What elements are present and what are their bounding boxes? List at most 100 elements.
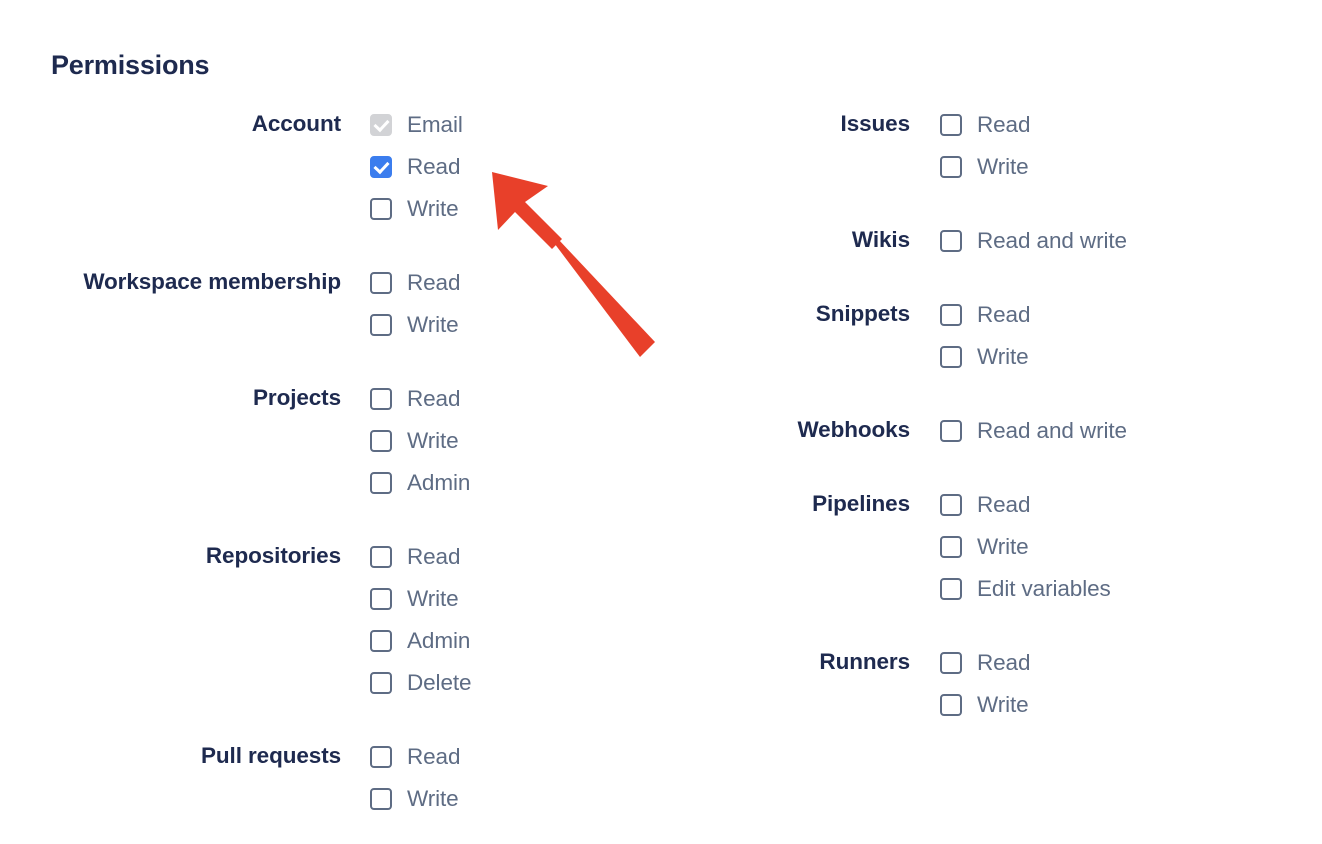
checkbox-unchecked-icon[interactable] [370,746,392,768]
permission-option-label[interactable]: Write [407,428,459,453]
page-title: Permissions [51,50,210,80]
permission-option-label[interactable]: Read [407,270,461,295]
checkbox-unchecked-icon[interactable] [940,230,962,252]
checkbox-unchecked-icon[interactable] [370,630,392,652]
permission-group-label: Account [251,111,341,136]
permission-option-label[interactable]: Delete [407,670,472,695]
permission-option-label[interactable]: Read [407,154,461,179]
permission-option-row[interactable]: Write [370,578,471,620]
permission-option-row[interactable]: Write [370,420,470,462]
permission-option-row[interactable]: Read [370,736,460,778]
permission-option-label[interactable]: Read [977,650,1031,675]
permission-option-label[interactable]: Write [977,534,1029,559]
permission-option-row[interactable]: Read [370,262,460,304]
permission-option-label[interactable]: Write [977,154,1029,179]
permission-option-label[interactable]: Edit variables [977,576,1111,601]
permission-option-label[interactable]: Read [977,112,1031,137]
permission-option-row[interactable]: Write [370,304,460,346]
checkbox-unchecked-icon[interactable] [370,430,392,452]
permission-option-row[interactable]: Edit variables [940,568,1111,610]
permission-group: Wikis Read and write [600,220,1300,262]
permission-option-label[interactable]: Write [407,786,459,811]
checkbox-unchecked-icon[interactable] [940,420,962,442]
checkbox-unchecked-icon[interactable] [370,198,392,220]
permission-option-row[interactable]: Read [940,484,1111,526]
permission-option-row[interactable]: Read [940,642,1030,684]
permission-option-row[interactable]: Write [940,146,1030,188]
permission-group-label: Snippets [815,301,910,326]
permission-option-label[interactable]: Read [407,744,461,769]
permission-option-label[interactable]: Read [407,386,461,411]
checkbox-unchecked-icon[interactable] [940,652,962,674]
permission-option-label[interactable]: Write [977,692,1029,717]
permission-option-row[interactable]: Read [370,146,463,188]
checkbox-unchecked-icon[interactable] [940,346,962,368]
permission-group-label: Pull requests [201,743,341,768]
permission-option-label[interactable]: Read [977,302,1031,327]
permission-option-row[interactable]: Admin [370,620,471,662]
permission-option-label[interactable]: Email [407,112,463,137]
checkbox-unchecked-icon[interactable] [940,114,962,136]
permission-option-row[interactable]: Write [940,684,1030,726]
checkbox-unchecked-icon[interactable] [940,578,962,600]
permission-option-row[interactable]: Read [370,378,470,420]
checkbox-checked-icon[interactable] [370,156,392,178]
permission-option-row[interactable]: Read [940,294,1030,336]
checkbox-unchecked-icon[interactable] [370,672,392,694]
checkbox-unchecked-icon[interactable] [370,546,392,568]
permission-option-row[interactable]: Read and write [940,410,1127,452]
permission-option-label[interactable]: Write [977,344,1029,369]
permission-group-label: Runners [819,649,910,674]
checkbox-unchecked-icon[interactable] [940,536,962,558]
permission-option-row[interactable]: Read [370,536,471,578]
permission-option-label[interactable]: Read [407,544,461,569]
checkbox-unchecked-icon[interactable] [370,472,392,494]
permission-option-row[interactable]: Read [940,104,1030,146]
permission-option-label[interactable]: Read [977,492,1031,517]
permission-option-label[interactable]: Write [407,312,459,337]
permission-option-row[interactable]: Email [370,104,463,146]
permission-option-label[interactable]: Admin [407,628,471,653]
permission-group-label: Wikis [851,227,910,252]
checkbox-unchecked-icon[interactable] [940,304,962,326]
checkbox-unchecked-icon[interactable] [940,156,962,178]
permission-option-row[interactable]: Write [940,336,1030,378]
permission-option-label[interactable]: Write [407,586,459,611]
checkbox-unchecked-icon[interactable] [370,272,392,294]
checkbox-unchecked-icon[interactable] [370,388,392,410]
permission-option-label[interactable]: Write [407,196,459,221]
checkbox-unchecked-icon[interactable] [370,788,392,810]
permission-option-label[interactable]: Read and write [977,228,1127,253]
permission-option-row[interactable]: Admin [370,462,470,504]
permission-option-row[interactable]: Read and write [940,220,1127,262]
permission-option-row[interactable]: Delete [370,662,472,704]
permission-option-row[interactable]: Write [370,778,460,820]
checkbox-unchecked-icon[interactable] [940,494,962,516]
permission-option-label[interactable]: Admin [407,470,471,495]
checkbox-unchecked-icon[interactable] [940,694,962,716]
permission-group-label: Repositories [205,543,341,568]
permission-group-label: Issues [840,111,911,136]
checkbox-unchecked-icon[interactable] [370,588,392,610]
checkbox-unchecked-icon[interactable] [370,314,392,336]
permission-option-label[interactable]: Read and write [977,418,1127,443]
permission-option-list: Read and write [940,410,1127,452]
permission-option-row[interactable]: Write [940,526,1111,568]
permission-option-row[interactable]: Write [370,188,463,230]
